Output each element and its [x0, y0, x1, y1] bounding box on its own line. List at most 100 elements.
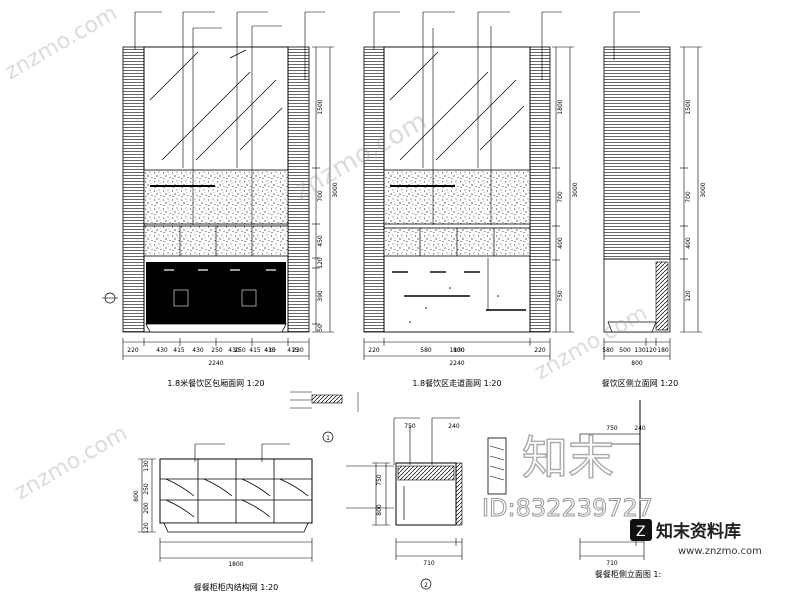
vertical-dim-line [312, 46, 334, 333]
overall-dim-text: 710 [606, 560, 618, 567]
vertical-dim-text: 700 [685, 191, 692, 203]
view-title: 餐餐柜柜内结构网 1:20 [194, 582, 279, 592]
vertical-dim-text: 800 [376, 504, 383, 516]
leader-lines [194, 443, 290, 462]
bottom-dim-text: 580 [420, 347, 432, 354]
bottom-dim-text: 430 [228, 347, 240, 354]
right-pillar-hatch [529, 46, 551, 333]
bottom-dim-text: 580 [602, 347, 614, 354]
side-wall-hatch [603, 46, 671, 260]
logo-chars: 知末 [522, 431, 614, 485]
cabinet-inner-elevation [138, 443, 313, 562]
bottom-dim-text: 130 [634, 347, 646, 354]
vertical-dim-text: 250 [143, 483, 150, 495]
black-cabinet-base [146, 262, 286, 324]
booth-wall-elevation [102, 11, 334, 360]
detail-marker-label: 1 [326, 435, 330, 442]
bottom-dim-text: 430 [264, 347, 276, 354]
vertical-dim-text: 400 [685, 237, 692, 249]
detail-1 [290, 391, 359, 443]
left-pillar-hatch [363, 46, 385, 333]
overall-dim-text: 2240 [208, 360, 223, 367]
vertical-dim-text: 1500 [685, 99, 692, 114]
lower-wall-dots [409, 287, 499, 323]
bottom-dim-text: 120 [645, 347, 657, 354]
cabinet-side-elevation [579, 400, 645, 560]
bottom-dim-text: 500 [619, 347, 631, 354]
mirror-glass-diagonals [389, 51, 525, 161]
side-plinth [607, 321, 657, 333]
bottom-dim-text: 415 [287, 347, 299, 354]
section-marker-label: 2 [424, 582, 428, 589]
top-dim-text: 240 [448, 423, 460, 430]
cabinet-plinth [163, 522, 309, 533]
vertical-dim-line [552, 46, 574, 333]
view-title: 1.8米餐饮区包厢面网 1:20 [167, 378, 264, 388]
stone-panel [143, 169, 289, 225]
view-title: 餐餐柜侧立面图 1: [595, 569, 661, 579]
view-title: 1.8餐饮区走道面网 1:20 [412, 378, 501, 388]
bottom-dim-line [363, 338, 551, 360]
vertical-dim-text: 700 [317, 190, 324, 202]
band-divisions [419, 228, 495, 256]
bottom-dim-text: 220 [534, 347, 546, 354]
vent-grille-right [241, 289, 257, 307]
vertical-dim-text: 750 [557, 290, 564, 302]
vertical-dim-text: 1500 [317, 99, 324, 114]
bottom-dim-text: 220 [368, 347, 380, 354]
detail-leaders [290, 391, 359, 412]
stone-panel [383, 169, 531, 225]
overall-dim-text: 800 [631, 360, 643, 367]
overall-dim-text: 710 [423, 560, 435, 567]
vertical-dim-text: 50 [317, 324, 324, 332]
bottom-dim-line [122, 338, 310, 360]
leader-lines [134, 11, 325, 225]
diagonal-watermark: znzmo.com [1, 1, 122, 85]
panel-zigzag [489, 445, 505, 481]
vertical-dim-text: 1800 [557, 99, 564, 114]
cabinet-compartments [160, 459, 312, 523]
bottom-dim-text: 230 [292, 347, 304, 354]
wall-panel-detail [487, 437, 507, 495]
bottom-dim-text: 250 [234, 347, 246, 354]
bottom-dim-line [603, 338, 671, 360]
vertical-total-text: 3000 [332, 182, 339, 197]
bottom-dim-text: 415 [173, 347, 185, 354]
side-top [579, 433, 641, 445]
left-pillar-hatch [122, 46, 145, 333]
brand-site: www.znzmo.com [678, 546, 762, 557]
brand-logo-glyph: Z [636, 524, 646, 540]
top-dim-text: 750 [606, 425, 618, 432]
vertical-dim-line [680, 46, 702, 333]
bottom-dim-line [395, 538, 463, 560]
brand-logo-mark [630, 519, 652, 541]
vertical-dim-text: 120 [317, 257, 324, 269]
corridor-elevation [363, 11, 574, 360]
countertop-section [397, 465, 455, 481]
leader-lines [373, 11, 562, 225]
brand-watermark: 知末 ID:832239727 Z 知末资料库 www.znzmo.com [482, 430, 762, 557]
overall-dim-text: 2240 [449, 360, 464, 367]
cabinet-upper-doors [179, 226, 253, 256]
view-title: 餐饮区侧立面网 1:20 [602, 378, 679, 388]
vertical-dim-text: 390 [317, 290, 324, 302]
side-elevation [603, 11, 702, 360]
vertical-total-text: 3000 [700, 182, 707, 197]
vertical-dim-text: 750 [376, 474, 383, 486]
top-dim-text: 240 [634, 425, 646, 432]
vertical-dim-text: 450 [317, 235, 324, 247]
plinth [145, 323, 287, 333]
vertical-dim-text: 200 [143, 502, 150, 514]
vertical-total-text: 800 [133, 490, 140, 502]
id-label: ID:832239727 [482, 494, 653, 522]
bottom-dim-text: 430 [156, 347, 168, 354]
bottom-dim-text: 220 [127, 347, 139, 354]
lower-wall-details [392, 271, 526, 311]
mirror-glass-diagonals [149, 49, 283, 161]
vertical-dim-text: 120 [143, 522, 150, 534]
bottom-dim-text: 130 [453, 347, 465, 354]
brand-name: 知末资料库 [655, 521, 741, 542]
bottom-dim-text: 250 [211, 347, 223, 354]
